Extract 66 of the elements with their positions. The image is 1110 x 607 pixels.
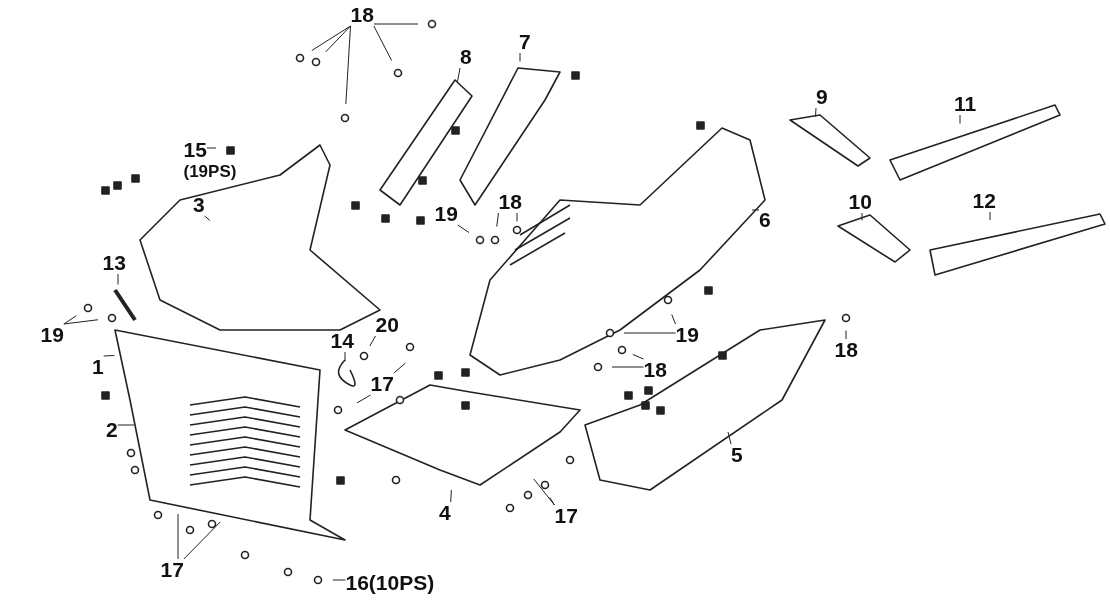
- leader-line: [204, 215, 211, 221]
- callout-number: 18: [350, 4, 374, 26]
- leader-line: [989, 211, 991, 221]
- leader-line: [373, 23, 419, 25]
- callout-number: 5: [731, 444, 743, 466]
- callout-number: 3: [193, 194, 205, 216]
- leader-line: [519, 52, 521, 62]
- leader-line: [183, 521, 221, 560]
- callout-number: 12: [972, 190, 996, 212]
- callout-number: 19: [675, 324, 699, 346]
- callout-number: 20: [375, 314, 399, 336]
- leader-line: [496, 212, 499, 227]
- callout-number: 6: [759, 209, 771, 231]
- leader-line: [457, 67, 461, 82]
- callout-number: 7: [519, 31, 531, 53]
- leader-line: [344, 351, 346, 362]
- leader-line: [861, 212, 863, 221]
- leader-line: [815, 107, 817, 117]
- leader-line: [845, 330, 847, 340]
- callout-number: 18: [834, 339, 858, 361]
- leader-line: [393, 362, 406, 374]
- leader-line: [611, 366, 644, 368]
- leader-line: [103, 355, 115, 357]
- leader-line: [373, 25, 393, 62]
- leader-line: [332, 579, 346, 581]
- leader-line: [632, 354, 644, 360]
- leader-line: [457, 224, 470, 233]
- leader-line: [311, 25, 351, 51]
- callout-number: 16(10PS): [345, 572, 435, 594]
- leader-line: [450, 489, 452, 503]
- leader-line: [117, 273, 119, 285]
- callout-number: 17: [370, 373, 394, 395]
- callout-number: 19: [434, 203, 458, 225]
- callout-number: 17: [160, 559, 184, 581]
- callout-number: 18: [498, 191, 522, 213]
- leader-line: [671, 314, 676, 325]
- leader-line: [623, 332, 676, 334]
- leader-line: [325, 25, 351, 53]
- leader-line: [516, 212, 518, 222]
- callout-number: 15: [183, 138, 207, 161]
- leader-line: [117, 424, 135, 426]
- callout-number: 9: [816, 86, 828, 108]
- callout-number: 4: [439, 502, 451, 524]
- leader-line: [206, 147, 217, 149]
- leader-line: [751, 209, 760, 211]
- callout-number: 19: [40, 324, 64, 346]
- leader-line: [727, 431, 732, 445]
- quantity-note: (19PS): [183, 161, 237, 183]
- leader-line: [549, 497, 555, 506]
- leader-line: [63, 315, 77, 325]
- callout-number: 11: [954, 93, 977, 115]
- callout-number: 14: [330, 330, 354, 352]
- leader-line: [533, 478, 555, 506]
- leader-line: [356, 394, 371, 404]
- leader-line: [345, 25, 351, 105]
- callout-number: 10: [848, 191, 872, 213]
- callout-number: 13: [102, 252, 126, 274]
- leader-line: [959, 114, 961, 124]
- leader-line: [177, 513, 179, 560]
- leader-line: [369, 335, 376, 347]
- callout-number: 1: [92, 356, 104, 378]
- callout-number: 2: [106, 419, 118, 441]
- callout-number: 17: [554, 505, 578, 527]
- callout-number: 8: [460, 46, 472, 68]
- leader-line: [63, 319, 99, 325]
- callout-number: 18: [643, 359, 667, 381]
